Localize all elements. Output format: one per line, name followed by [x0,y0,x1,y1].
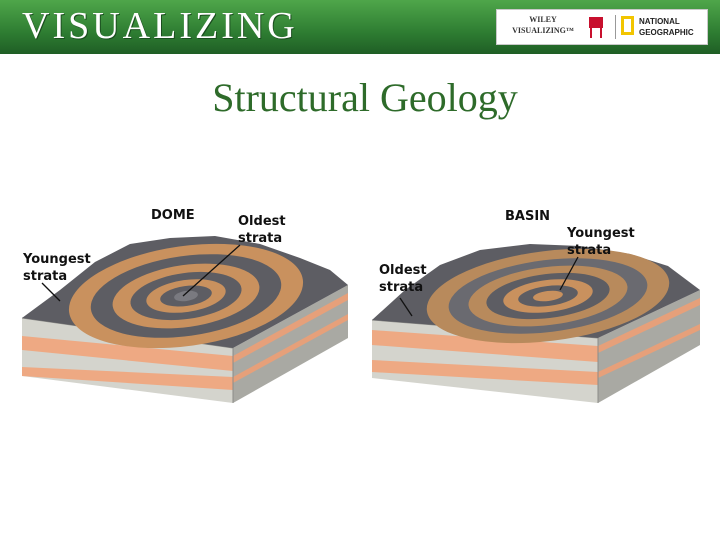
dome-orange-layer-1 [22,336,233,371]
basin-block [371,244,700,403]
chair-icon [589,17,603,38]
basin-side-face [598,290,700,403]
basin-oldest-leader [399,297,413,317]
basin-strata-rings [426,248,670,344]
dome-youngest-leader [41,282,61,302]
banner-title: VISUALIZING [22,5,298,47]
dome-strata-rings [68,243,304,349]
dome-oldest-label-line1: Oldest [238,214,286,229]
header-banner: VISUALIZING WILEY VISUALIZING™ NATIONAL … [0,0,720,54]
page-title: Structural Geology [212,75,518,120]
basin-oldest-label-line2: strata [379,280,423,295]
dome-heading: DOME [151,208,195,223]
logo-divider [615,15,616,39]
basin-heading: BASIN [505,209,550,224]
basin-youngest-leader [559,256,579,291]
national-geographic-logo: NATIONAL GEOGRAPHIC [639,16,694,38]
basin-orange-layer-2 [372,360,598,385]
publisher-logo: WILEY VISUALIZING™ NATIONAL GEOGRAPHIC [496,9,708,45]
dome-oldest-leader [182,244,241,297]
dome-block [21,236,348,403]
logo-visualizing-text: VISUALIZING™ [512,26,574,35]
yellow-rectangle-icon [621,16,634,35]
dome-youngest-label-line2: strata [23,269,67,284]
basin-youngest-label-line2: strata [567,243,611,258]
dome-youngest-label-line1: Youngest [22,252,91,267]
basin-oldest-label-line1: Oldest [379,263,427,278]
logo-ng-line2: GEOGRAPHIC [639,28,694,37]
dome-basin-diagram: DOME Oldest strata Youngest strata BASIN… [21,208,700,403]
basin-orange-layer-1 [372,330,598,362]
wiley-visualizing-logo: WILEY VISUALIZING™ [503,14,583,36]
dome-orange-layer-2 [22,367,233,390]
basin-youngest-label-line1: Youngest [566,226,635,241]
dome-oldest-label-line2: strata [238,231,282,246]
logo-ng-line1: NATIONAL [639,17,680,26]
logo-wiley-text: WILEY [529,15,557,24]
